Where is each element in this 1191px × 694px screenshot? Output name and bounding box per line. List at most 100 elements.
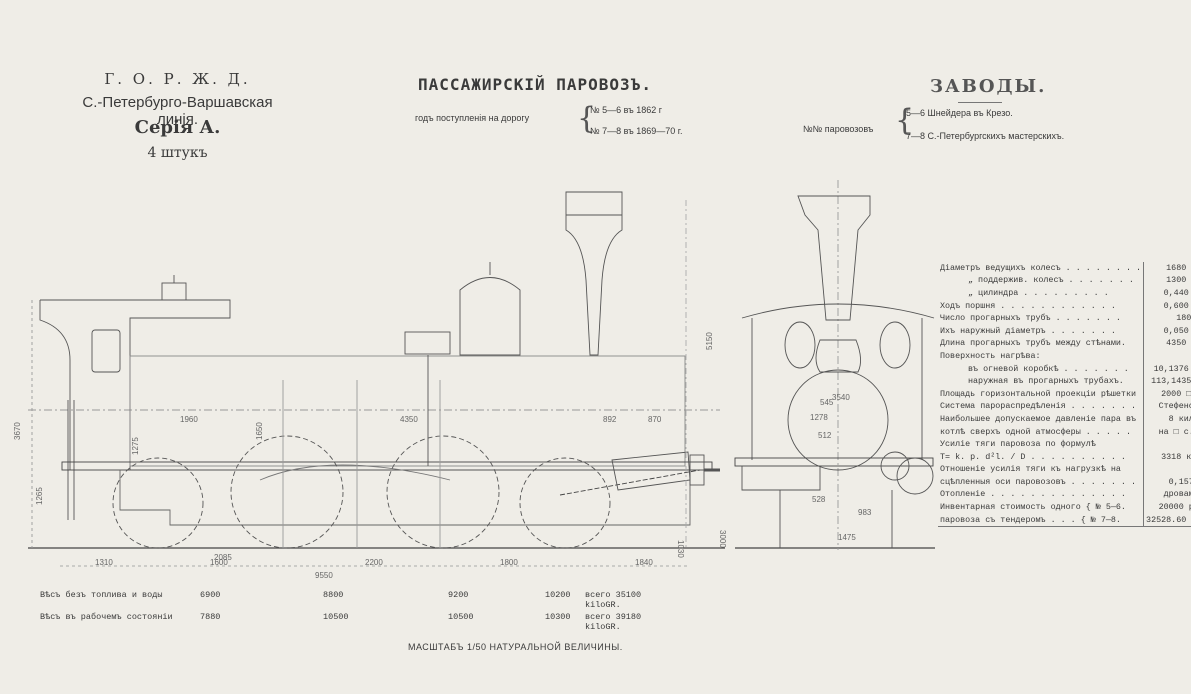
weight-value: 6900 (200, 590, 221, 600)
spec-row: въ огневой коробкѣ . . . . . . . 10,1376 … (938, 362, 1191, 376)
spec-value: на □ с. м. (1143, 425, 1191, 439)
spec-row: „ цилиндра . . . . . . . . .0,440 м. (938, 287, 1191, 300)
spec-row: Длина прогарныхъ трубъ между стѣнами.435… (938, 337, 1191, 351)
spec-row: T= k. p. d²l. / D . . . . . . . . . .331… (938, 450, 1191, 464)
spec-row: Ихъ наружный діаметръ . . . . . . . 0,050… (938, 324, 1191, 338)
spec-row: котлѣ сверхъ одной атмосферы . . . . .на… (938, 425, 1191, 439)
dim-label: 1960 (180, 415, 198, 424)
dim-label: 1600 (210, 558, 228, 567)
brace: { (895, 103, 915, 138)
spec-row: сцѣпленныя оси паровозовъ . . . . . . .0… (938, 476, 1191, 489)
spec-value (1143, 438, 1191, 451)
spec-row: Площадь горизонтальной проекціи рѣшетки 2… (938, 387, 1191, 401)
drawing-title: ПАССАЖИРСКІЙ ПАРОВОЗЪ. (418, 75, 652, 94)
year-label: годъ поступленія на дорогу (415, 113, 530, 123)
dim-label: 4350 (400, 415, 418, 424)
dim-label: 3540 (832, 393, 850, 402)
spec-label: Усиліе тяги паровоза по формулѣ (940, 439, 1096, 450)
dim-label: 870 (648, 415, 662, 424)
weight-value: 10500 (323, 612, 349, 622)
spec-label: паровоза съ тендеромъ . . . { № 7—8. (940, 514, 1121, 525)
railway-line: С.-Петербурго-Варшавская линія. (82, 94, 273, 128)
spec-row: наружная въ прогарныхъ трубахъ.113,1435 … (938, 375, 1191, 388)
dim-label: 1275 (131, 437, 140, 455)
spec-value: 2000 □ м. (1143, 387, 1191, 401)
weight-label: Вѣсъ безъ топлива и воды (40, 590, 163, 600)
spec-row: Система парораспредѣленія . . . . . . . С… (938, 400, 1191, 414)
spec-row: Отопленіе . . . . . . . . . . . . . . дро… (938, 488, 1191, 502)
dim-label: 2200 (365, 558, 383, 567)
spec-value: 0,050 м. (1143, 324, 1191, 338)
dim-label: 1475 (838, 533, 856, 542)
factories-title: ЗАВОДЫ. (930, 76, 1047, 97)
spec-label: T= k. p. d²l. / D . . . . . . . . . . (940, 451, 1126, 462)
spec-label: Наибольшее допускаемое давленіе пара въ (940, 413, 1137, 424)
spec-label: „ поддержив. колесъ . . . . . . . (968, 275, 1134, 286)
dim-label: 512 (818, 431, 832, 440)
weight-label: Вѣсъ въ рабочемъ состояніи (40, 612, 173, 622)
spec-row: Инвентарная стоимость одного { № 5—6.200… (938, 501, 1191, 514)
spec-label: „ цилиндра . . . . . . . . . (968, 287, 1109, 298)
year-item: № 7—8 въ 1869—70 г. (590, 126, 683, 136)
spec-row: Поверхность нагрѣва: (938, 350, 1191, 363)
weight-value: 10500 (448, 612, 474, 622)
spec-value: 180 (1143, 312, 1191, 325)
spec-row: Отношеніе усилія тяги къ нагрузкѣ на (938, 463, 1191, 477)
spec-label: сцѣпленныя оси паровозовъ . . . . . . . (940, 476, 1137, 487)
dim-label: 1650 (255, 422, 264, 440)
spec-label: наружная въ прогарныхъ трубахъ. (968, 376, 1124, 387)
spec-value: 1300 м. (1143, 274, 1191, 288)
weight-total: всего 35100 kiloGR. (585, 590, 642, 610)
spec-value (1143, 463, 1191, 477)
spec-value (1143, 350, 1191, 363)
dim-label: 528 (812, 495, 826, 504)
spec-value: Стефенсона (1143, 400, 1191, 414)
dim-label: 1030 (676, 540, 685, 558)
spec-label: Отопленіе . . . . . . . . . . . . . . (940, 489, 1126, 500)
spec-value: 1680 м. (1143, 262, 1191, 275)
spec-value: 32528.60 р. кр. (1143, 513, 1191, 527)
divider (958, 102, 1002, 103)
spec-label: Длина прогарныхъ трубъ между стѣнами. (940, 338, 1126, 349)
spec-label: Отношеніе усилія тяги къ нагрузкѣ на (940, 464, 1121, 475)
spec-label: Инвентарная стоимость одного { № 5—6. (940, 502, 1126, 513)
spec-label: въ огневой коробкѣ . . . . . . . (968, 363, 1129, 374)
spec-label: Ходъ поршня . . . . . . . . . . . . (940, 300, 1116, 311)
dim-label: 1278 (810, 413, 828, 422)
dim-label: 892 (603, 415, 617, 424)
front-view (734, 180, 935, 550)
spec-row: Ходъ поршня . . . . . . . . . . . .0,600… (938, 299, 1191, 313)
count-label: 4 штукъ (147, 145, 208, 161)
dim-label: 983 (858, 508, 872, 517)
weight-total: всего 39180 kiloGR. (585, 612, 642, 632)
series-label: Серія А. (134, 117, 221, 138)
weight-value: 7880 (200, 612, 221, 622)
dim-label: 1265 (35, 487, 44, 505)
spec-label: Діаметръ ведущихъ колесъ . . . . . . . . (940, 262, 1142, 273)
weight-value: 10300 (545, 612, 571, 622)
brace: { (577, 101, 597, 136)
spec-label: Площадь горизонтальной проекціи рѣшетки (940, 388, 1137, 399)
spec-row: паровоза съ тендеромъ . . . { № 7—8. 3252… (938, 513, 1191, 527)
spec-row: Число прогарныхъ трубъ . . . . . . .180 (938, 312, 1191, 325)
dim-label: 1840 (635, 558, 653, 567)
factory-item: 5—6 Шнейдера въ Крезо. (906, 108, 1013, 118)
spec-value: дровами. (1143, 488, 1191, 502)
specifications-table: Діаметръ ведущихъ колесъ . . . . . . . .… (938, 262, 1191, 528)
year-item: № 5—6 въ 1862 г (590, 105, 663, 115)
spec-label: Ихъ наружный діаметръ . . . . . . . (940, 325, 1116, 336)
dim-label: 3670 (13, 422, 22, 440)
dim-label: 545 (820, 398, 834, 407)
spec-label: Система парораспредѣленія . . . . . . . (940, 401, 1137, 412)
dim-label: 5150 (705, 332, 714, 350)
spec-label: Поверхность нагрѣва: (940, 350, 1041, 361)
factories-label: №№ паровозовъ (803, 124, 874, 134)
scale-label: МАСШТАБЪ 1/50 НАТУРАЛЬНОЙ ВЕЛИЧИНЫ. (408, 642, 623, 652)
railway-name: Г. О. Р. Ж. Д. (104, 70, 251, 88)
spec-row: „ поддержив. колесъ . . . . . . . 1300 м. (938, 274, 1191, 288)
weight-value: 10200 (545, 590, 571, 600)
dim-label: 1800 (500, 558, 518, 567)
spec-value: 10,1376 □ м. (1143, 362, 1191, 376)
